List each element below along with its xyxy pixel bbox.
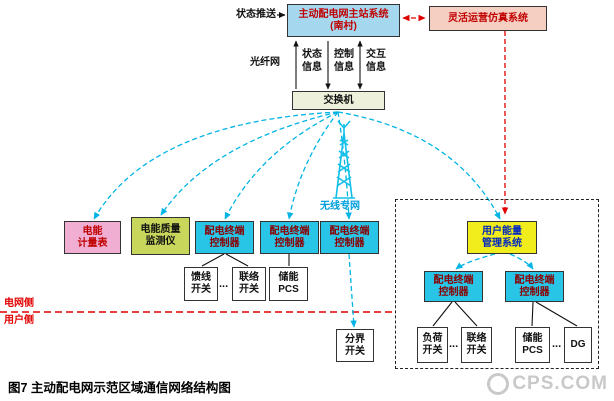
terminal-controller-node-1: 配电终端 控制器 bbox=[195, 221, 254, 254]
wireless-network-label: 无线专网 bbox=[320, 201, 360, 212]
master-station-node: 主动配电网主站系统 (南村) bbox=[287, 4, 400, 37]
tie-switch-node-2: 联络 开关 bbox=[461, 327, 492, 363]
tie-switch-node-1: 联络 开关 bbox=[232, 267, 266, 301]
watermark: CPS.COM bbox=[487, 373, 608, 395]
ellipsis-3: ... bbox=[552, 338, 562, 350]
boundary-switch-node: 分界 开关 bbox=[336, 329, 374, 362]
status-info-label: 状态 信息 bbox=[302, 49, 322, 73]
status-push-label: 状态推送 bbox=[236, 9, 276, 20]
controller-device-links bbox=[201, 253, 578, 327]
user-energy-mgmt-node: 用户能量 管理系统 bbox=[467, 221, 537, 254]
terminal-controller-node-4: 配电终端 控制器 bbox=[424, 271, 483, 302]
fiber-network-label: 光纤网 bbox=[250, 57, 280, 68]
ellipsis-1: ... bbox=[219, 278, 229, 290]
grid-side-label: 电网侧 bbox=[4, 298, 34, 309]
energy-meter-node: 电能 计量表 bbox=[64, 221, 121, 254]
figure-caption: 图7 主动配电网示范区域通信网络结构图 bbox=[8, 381, 231, 395]
user-side-region bbox=[395, 199, 599, 369]
wireless-links bbox=[93, 111, 534, 328]
watermark-logo-icon bbox=[487, 373, 510, 395]
power-quality-monitor-node: 电能质量 监测仪 bbox=[131, 217, 190, 255]
switch-node: 交换机 bbox=[292, 91, 385, 110]
interact-info-label: 交互 信息 bbox=[366, 49, 386, 73]
feeder-switch-node: 馈线 开关 bbox=[184, 267, 218, 301]
control-info-label: 控制 信息 bbox=[334, 49, 354, 73]
terminal-controller-node-2: 配电终端 控制器 bbox=[260, 221, 319, 254]
ellipsis-2: ... bbox=[449, 338, 459, 350]
terminal-controller-node-5: 配电终端 控制器 bbox=[505, 271, 564, 302]
simulation-system-node: 灵活运营仿真系统 bbox=[429, 6, 547, 31]
storage-pcs-node-1: 储能 PCS bbox=[269, 267, 308, 301]
storage-pcs-node-2: 储能 PCS bbox=[515, 327, 550, 363]
radio-tower-icon bbox=[333, 120, 355, 199]
terminal-controller-node-3: 配电终端 控制器 bbox=[320, 221, 379, 254]
load-switch-node: 负荷 开关 bbox=[417, 327, 448, 363]
user-side-label: 用户侧 bbox=[4, 315, 34, 326]
dg-node: DG bbox=[564, 327, 592, 363]
